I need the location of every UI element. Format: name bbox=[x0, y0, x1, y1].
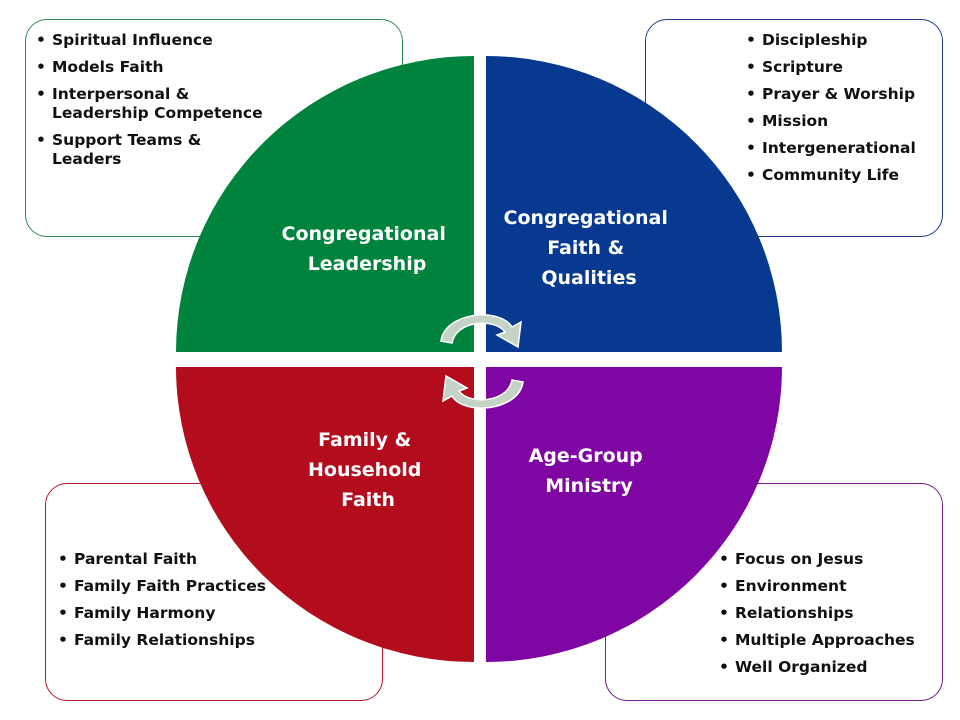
quadrant-title-age-group: Age-Group Ministry bbox=[529, 445, 650, 497]
list-item: Intergenerational bbox=[740, 139, 940, 158]
list-item: Family Faith Practices bbox=[52, 577, 312, 596]
list-item: Discipleship bbox=[740, 31, 940, 50]
age-group-list: Focus on Jesus Environment Relationships… bbox=[713, 550, 943, 685]
leadership-list: Spiritual Influence Models Faith Interpe… bbox=[30, 31, 280, 177]
circular-arrows-icon bbox=[440, 314, 524, 409]
household-faith-list: Parental Faith Family Faith Practices Fa… bbox=[52, 550, 312, 658]
list-item: Parental Faith bbox=[52, 550, 312, 569]
list-item: Spiritual Influence bbox=[30, 31, 280, 50]
list-item: Scripture bbox=[740, 58, 940, 77]
list-item: Prayer & Worship bbox=[740, 85, 940, 104]
list-item: Family Relationships bbox=[52, 631, 312, 650]
list-item: Interpersonal & Leadership Competence bbox=[30, 85, 280, 123]
quadrant-title-household-faith: Family & Household Faith bbox=[308, 429, 428, 511]
list-item: Community Life bbox=[740, 166, 940, 185]
list-item: Focus on Jesus bbox=[713, 550, 943, 569]
quadrant-family-household-faith bbox=[176, 367, 474, 662]
list-item: Support Teams & Leaders bbox=[30, 131, 202, 169]
faith-qualities-list: Discipleship Scripture Prayer & Worship … bbox=[740, 31, 940, 193]
list-item: Well Organized bbox=[713, 658, 943, 677]
quadrant-age-group-ministry bbox=[486, 367, 782, 662]
quadrant-title-leadership: Congregational Leadership bbox=[282, 223, 453, 275]
list-item: Models Faith bbox=[30, 58, 280, 77]
list-item: Environment bbox=[713, 577, 943, 596]
list-item: Relationships bbox=[713, 604, 943, 623]
list-item: Multiple Approaches bbox=[713, 631, 943, 650]
quadrant-congregational-faith-qualities bbox=[486, 56, 782, 352]
quadrant-congregational-leadership bbox=[176, 56, 474, 352]
quadrant-title-faith-qualities: Congregational Faith & Qualities bbox=[504, 207, 675, 289]
list-item: Mission bbox=[740, 112, 940, 131]
list-item: Family Harmony bbox=[52, 604, 312, 623]
